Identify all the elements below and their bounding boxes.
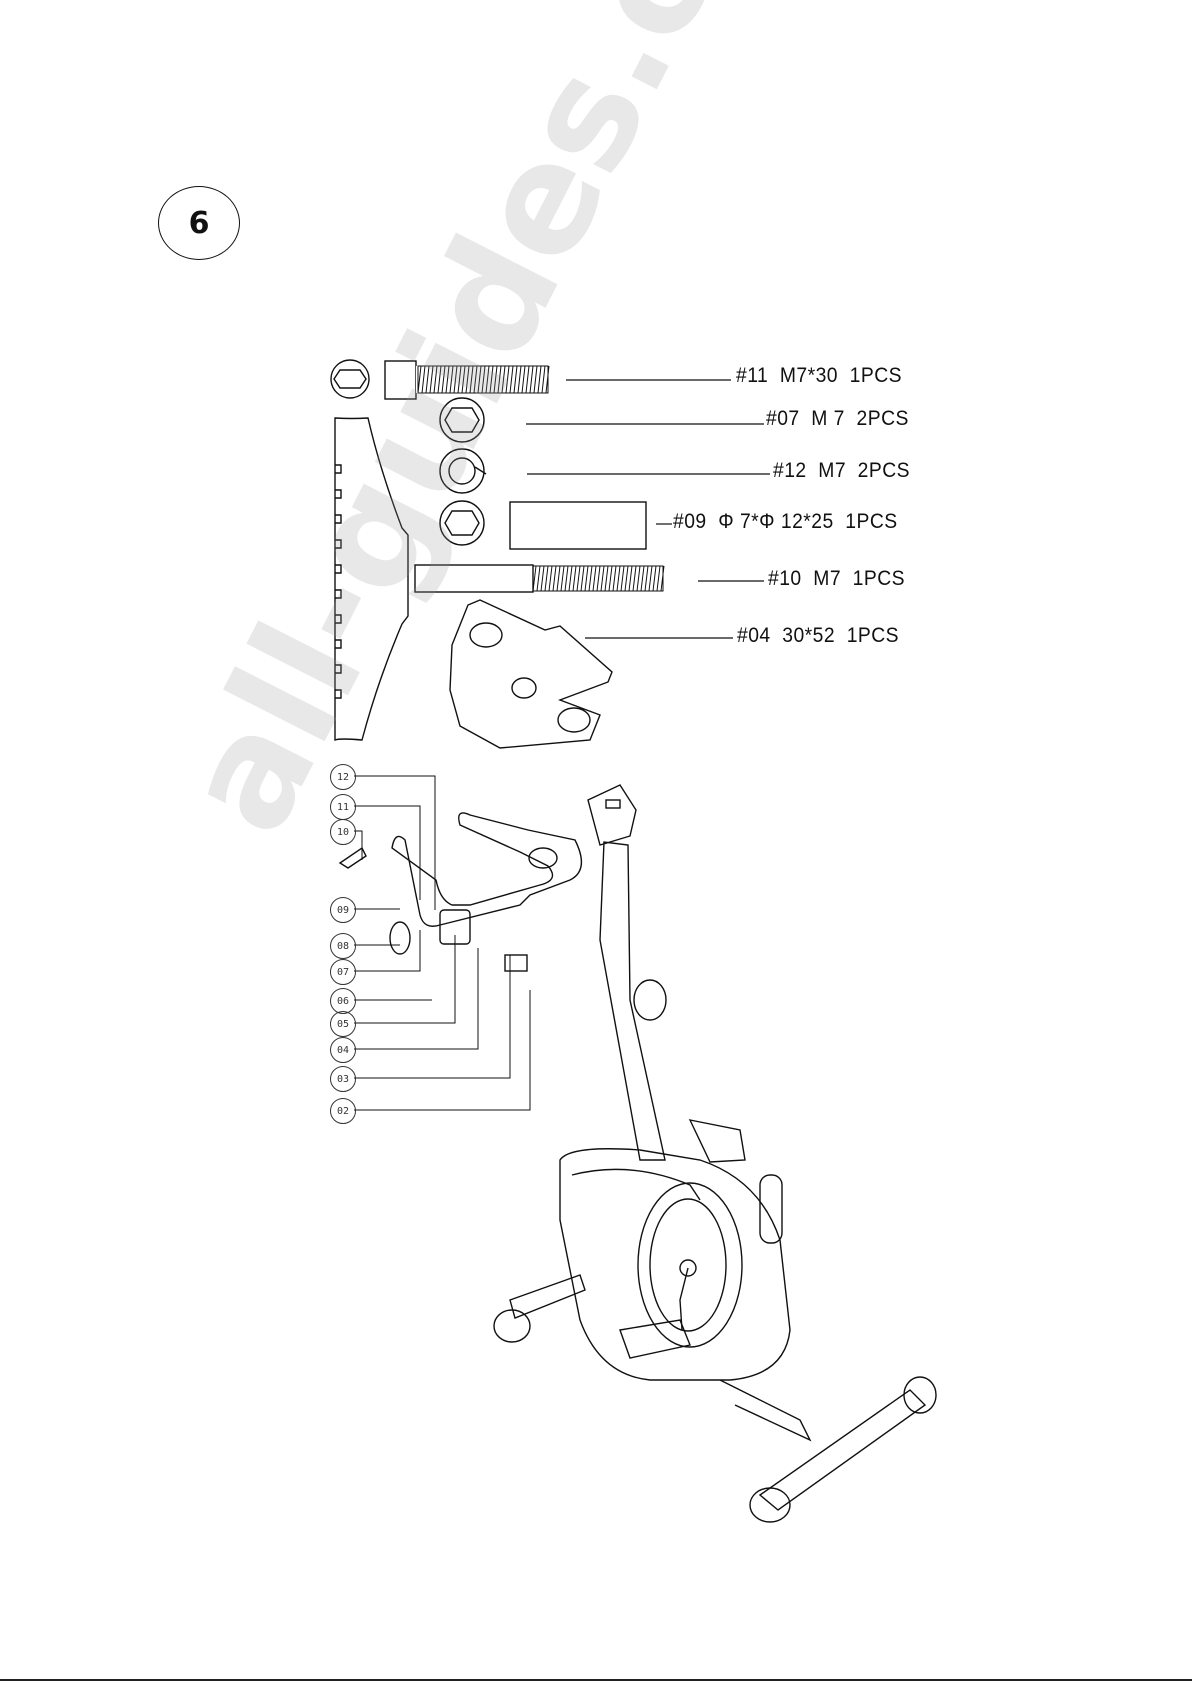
part-label-09: #09 Φ 7*Φ 12*25 1PCS bbox=[673, 510, 898, 534]
bolt-head-icon bbox=[331, 360, 369, 398]
part-label-07: #07 M 7 2PCS bbox=[766, 407, 909, 431]
flat-washer-icon bbox=[440, 501, 484, 545]
callout-11: 11 bbox=[330, 794, 356, 820]
callout-02: 02 bbox=[330, 1098, 356, 1124]
callout-09: 09 bbox=[330, 897, 356, 923]
callout-10: 10 bbox=[330, 819, 356, 845]
exercise-bike-icon bbox=[494, 785, 936, 1522]
spring-washer-icon bbox=[440, 449, 486, 493]
callout-03: 03 bbox=[330, 1066, 356, 1092]
callout-07: 07 bbox=[330, 959, 356, 985]
callout-04: 04 bbox=[330, 1037, 356, 1063]
part-label-12: #12 M7 2PCS bbox=[773, 459, 910, 483]
part-label-11: #11 M7*30 1PCS bbox=[736, 364, 902, 388]
part-label-10: #10 M7 1PCS bbox=[768, 567, 905, 591]
callout-05: 05 bbox=[330, 1011, 356, 1037]
page-bottom-rule bbox=[0, 1679, 1192, 1681]
bracket-icon bbox=[450, 600, 612, 748]
nut-icon bbox=[440, 398, 484, 442]
knob-icon bbox=[335, 418, 533, 740]
part-label-04: #04 30*52 1PCS bbox=[737, 624, 899, 648]
handlebar-icon bbox=[340, 813, 581, 971]
leader-lines bbox=[526, 380, 770, 638]
callout-08: 08 bbox=[330, 933, 356, 959]
callout-12: 12 bbox=[330, 764, 356, 790]
spacer-icon bbox=[510, 502, 646, 549]
